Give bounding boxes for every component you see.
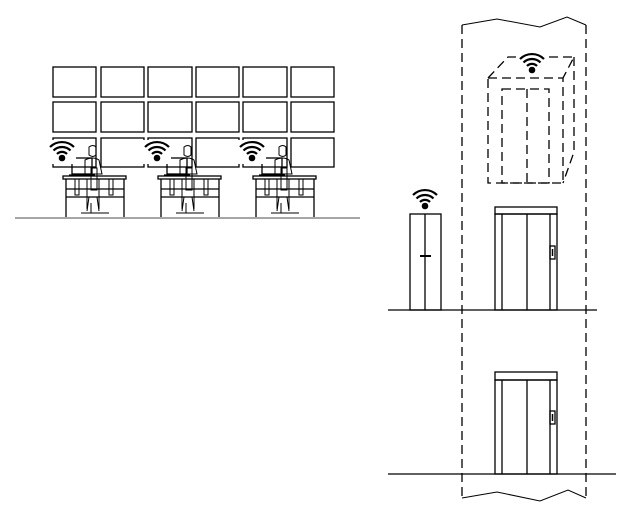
wifi-icon: [518, 52, 546, 75]
wifi-icon: [238, 140, 266, 164]
video-wall: [52, 66, 335, 168]
cabinet: [409, 213, 442, 311]
wifi-icon: [143, 140, 171, 164]
wifi-icon: [48, 140, 76, 164]
wifi-icon: [411, 188, 439, 211]
elevator-door-lower: [494, 371, 558, 475]
elevator-car: [487, 56, 576, 184]
call-button-panel: [549, 410, 556, 425]
elevator-door-upper: [494, 206, 558, 311]
call-button-panel: [549, 245, 556, 260]
elevator-shaft: [461, 16, 587, 502]
